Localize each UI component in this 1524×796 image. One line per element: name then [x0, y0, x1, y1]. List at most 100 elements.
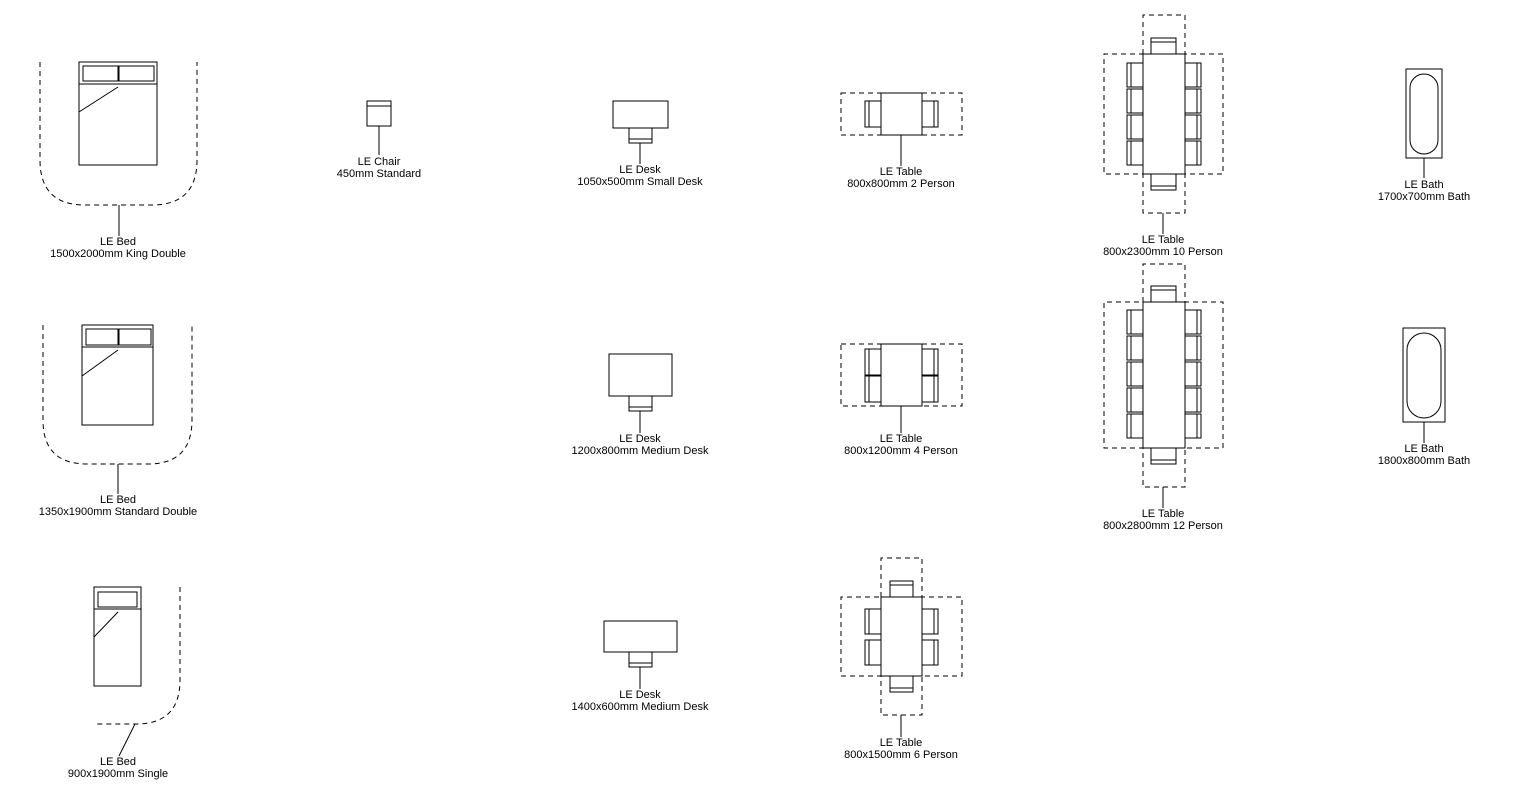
symbol-spec-label: 800x1500mm 6 Person: [844, 749, 958, 761]
chair-right: [1184, 387, 1202, 413]
desk-chair: [628, 127, 653, 144]
chair-right: [1184, 114, 1202, 140]
symbol-spec-label: 800x800mm 2 Person: [847, 178, 955, 190]
bed-sheet-fold: [81, 349, 119, 377]
chair-right: [1184, 335, 1202, 361]
chair-top: [1150, 285, 1177, 303]
chair-left: [1126, 114, 1144, 140]
pillow-right: [118, 328, 152, 346]
chair-left: [864, 639, 882, 666]
pillow-left: [82, 65, 119, 82]
bed-king-double-symbol[interactable]: LE Bed 1500x2000mm King Double: [39, 61, 198, 260]
chair-left: [1126, 335, 1144, 361]
bath-outer: [1405, 68, 1443, 159]
pillow-right: [118, 65, 155, 82]
table-top: [1142, 53, 1186, 175]
symbol-category-label: LE Table: [1142, 234, 1185, 246]
leader-line: [118, 723, 136, 757]
symbol-category-label: LE Bed: [100, 756, 136, 768]
symbol-category-label: LE Bath: [1404, 443, 1443, 455]
chair-right: [921, 348, 939, 376]
chair-bottom: [889, 675, 914, 693]
symbol-category-label: LE Bed: [100, 494, 136, 506]
table-clearance-zone: [840, 557, 963, 716]
chair-left: [864, 100, 882, 128]
desk-medium-1200-symbol[interactable]: LE Desk 1200x800mm Medium Desk: [572, 353, 709, 457]
desk-chair: [628, 395, 653, 412]
symbol-spec-label: 450mm Standard: [337, 168, 421, 180]
chair-left: [1126, 309, 1144, 335]
symbol-category-label: LE Desk: [619, 164, 661, 176]
symbol-category-label: LE Table: [1142, 508, 1185, 520]
chair-left: [1126, 387, 1144, 413]
table-top: [1142, 301, 1186, 449]
symbol-spec-label: 1500x2000mm King Double: [50, 248, 186, 260]
table-12-person-symbol[interactable]: LE Table 800x2800mm 12 Person: [1103, 263, 1224, 532]
chair-right: [1184, 413, 1202, 439]
desk-small-symbol[interactable]: LE Desk 1050x500mm Small Desk: [577, 100, 703, 188]
symbol-spec-label: 1350x1900mm Standard Double: [39, 506, 197, 518]
symbol-spec-label: 1700x700mm Bath: [1378, 191, 1470, 203]
chair-left: [1126, 413, 1144, 439]
bed-frame: [93, 586, 142, 687]
chair-top: [889, 580, 914, 598]
symbol-category-label: LE Bath: [1404, 179, 1443, 191]
symbol-spec-label: 1050x500mm Small Desk: [577, 176, 703, 188]
bed-sheet-fold: [93, 611, 119, 638]
chair-seat: [366, 100, 392, 127]
chair-top: [1150, 37, 1177, 55]
desk-top: [612, 100, 669, 129]
desk-chair: [628, 651, 653, 668]
chair-left: [864, 608, 882, 635]
symbol-category-label: LE Bed: [100, 236, 136, 248]
chair-left: [1126, 62, 1144, 88]
symbol-category-label: LE Table: [880, 433, 923, 445]
chair-left: [1126, 361, 1144, 387]
pillow-left: [85, 328, 119, 346]
symbol-spec-label: 1400x600mm Medium Desk: [572, 701, 709, 713]
table-top: [880, 92, 923, 136]
symbol-category-label: LE Table: [880, 737, 923, 749]
chair-right: [1184, 140, 1202, 166]
table-4-person-symbol[interactable]: LE Table 800x1200mm 4 Person: [840, 343, 963, 457]
chair-right: [1184, 361, 1202, 387]
table-clearance-zone: [1103, 263, 1224, 488]
symbol-spec-label: 800x2300mm 10 Person: [1103, 246, 1223, 258]
chair-left: [864, 348, 882, 376]
desk-medium-1400-symbol[interactable]: LE Desk 1400x600mm Medium Desk: [572, 620, 709, 713]
bed-clearance-zone: [42, 325, 193, 465]
symbol-spec-label: 1800x800mm Bath: [1378, 455, 1470, 467]
chair-right: [1184, 309, 1202, 335]
chair-standard-symbol[interactable]: LE Chair 450mm Standard: [337, 100, 421, 180]
bed-standard-double-symbol[interactable]: LE Bed 1350x1900mm Standard Double: [39, 324, 197, 518]
bed-headboard: [81, 324, 154, 348]
chair-right: [921, 639, 939, 666]
chair-bottom: [1150, 173, 1177, 191]
desk-top: [603, 620, 678, 653]
bath-1700-symbol[interactable]: LE Bath 1700x700mm Bath: [1378, 68, 1470, 203]
bed-sheet-fold: [78, 86, 119, 113]
table-2-person-symbol[interactable]: LE Table 800x800mm 2 Person: [840, 92, 963, 190]
bath-1800-symbol[interactable]: LE Bath 1800x800mm Bath: [1378, 327, 1470, 467]
symbol-spec-label: 1200x800mm Medium Desk: [572, 445, 709, 457]
bath-basin: [1409, 73, 1439, 155]
chair-left: [1126, 140, 1144, 166]
symbol-spec-label: 800x1200mm 4 Person: [844, 445, 958, 457]
bed-single-symbol[interactable]: LE Bed 900x1900mm Single: [68, 586, 181, 780]
table-10-person-symbol[interactable]: LE Table 800x2300mm 10 Person: [1103, 14, 1224, 258]
chair-right: [921, 100, 939, 128]
bed-headboard: [78, 61, 158, 85]
symbol-category-label: LE Desk: [619, 433, 661, 445]
chair-right: [921, 608, 939, 635]
symbol-spec-label: 900x1900mm Single: [68, 768, 168, 780]
symbol-category-label: LE Chair: [358, 156, 401, 168]
chair-left: [1126, 88, 1144, 114]
table-6-person-symbol[interactable]: LE Table 800x1500mm 6 Person: [840, 557, 963, 761]
bed-headboard: [93, 586, 142, 610]
bed-clearance-zone: [94, 587, 181, 725]
symbol-spec-label: 800x2800mm 12 Person: [1103, 520, 1223, 532]
chair-bottom: [1150, 447, 1177, 465]
chair-right: [1184, 62, 1202, 88]
chair-right: [921, 375, 939, 403]
